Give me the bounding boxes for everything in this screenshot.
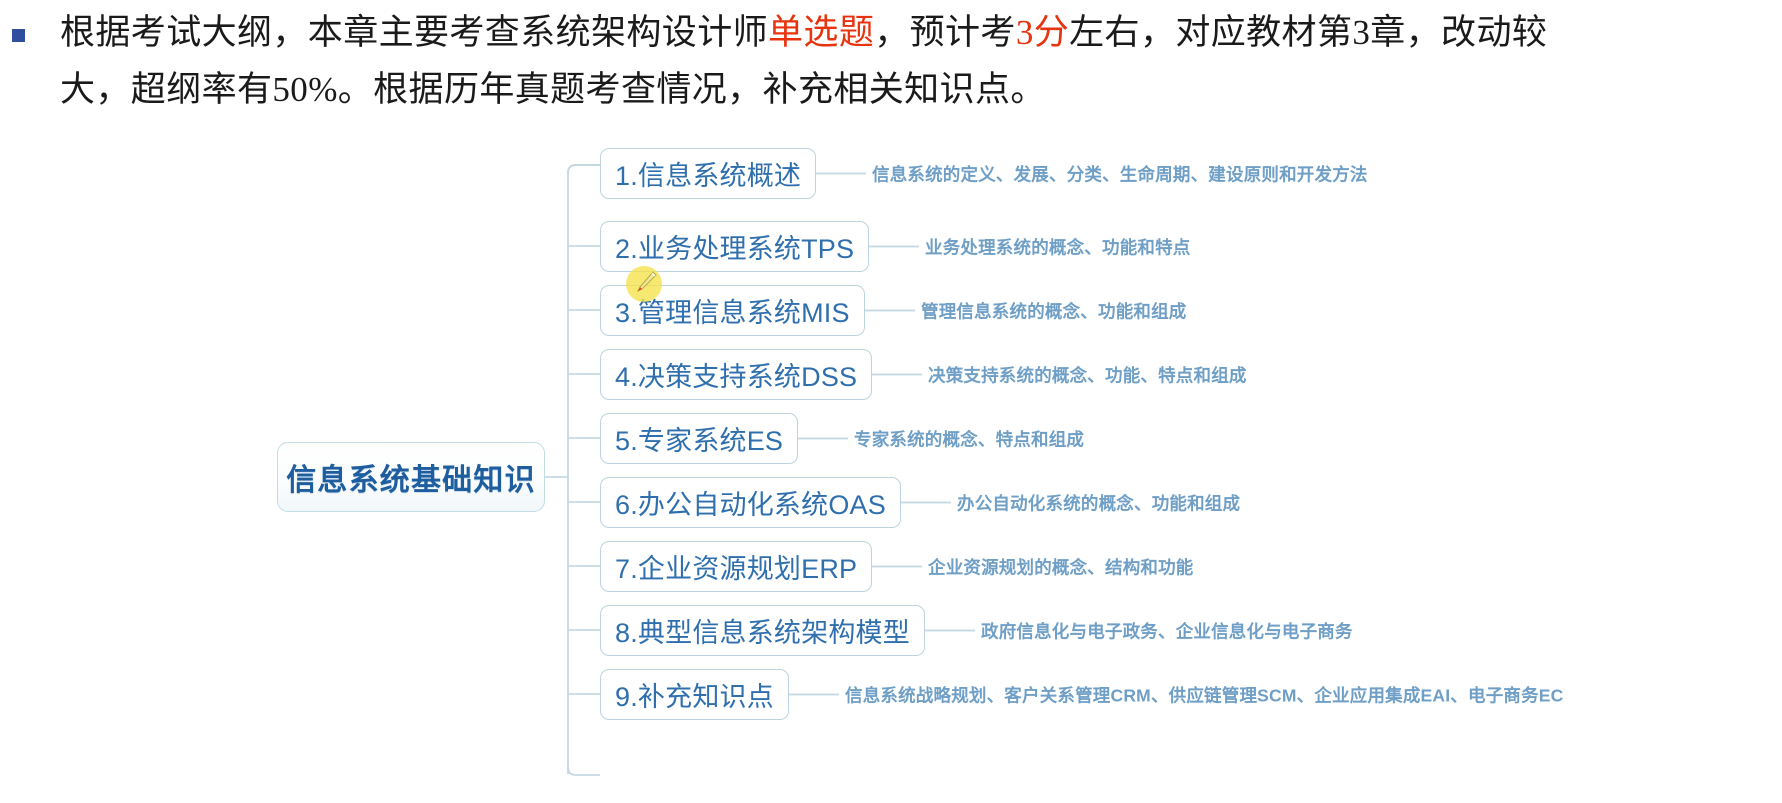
mindmap-node-6[interactable]: 6.办公自动化系统OAS [600,477,901,528]
mindmap-node-1[interactable]: 1.信息系统概述 [600,148,817,199]
bullet-line-2: 大，超纲率有50%。根据历年真题考查情况，补充相关知识点。 [60,70,1046,109]
mindmap-node-5[interactable]: 5.专家系统ES [600,413,799,464]
bullet-line1-pre: 根据考试大纲，本章主要考查系统架构设计师 [60,13,769,52]
mindmap: 信息系统基础知识 1.信息系统概述 2.业务处理系统TPS 3.管理信息系统MI… [0,140,1782,803]
mindmap-node-9[interactable]: 9.补充知识点 [600,669,789,720]
bullet-highlight-score: 3分 [1015,13,1070,52]
bullet-line1-post: 左右，对应教材第3章，改动较 [1069,13,1548,52]
mindmap-desc-2: 业务处理系统的概念、功能和特点 [925,237,1191,257]
mindmap-desc-4: 决策支持系统的概念、功能、特点和组成 [928,365,1247,385]
square-bullet-icon [12,29,25,42]
mindmap-node-7[interactable]: 7.企业资源规划ERP [600,541,873,592]
mindmap-desc-1: 信息系统的定义、发展、分类、生命周期、建设原则和开发方法 [872,164,1368,184]
mindmap-desc-3: 管理信息系统的概念、功能和组成 [921,301,1187,321]
mindmap-root-node[interactable]: 信息系统基础知识 [277,442,545,512]
bullet-paragraph-text: 根据考试大纲，本章主要考查系统架构设计师单选题，预计考3分左右，对应教材第3章，… [60,4,1772,118]
mindmap-desc-8: 政府信息化与电子政务、企业信息化与电子商务 [981,621,1353,641]
mindmap-node-8[interactable]: 8.典型信息系统架构模型 [600,605,925,656]
bullet-paragraph-block: 根据考试大纲，本章主要考查系统架构设计师单选题，预计考3分左右，对应教材第3章，… [0,0,1782,150]
mindmap-node-2[interactable]: 2.业务处理系统TPS [600,221,870,272]
mindmap-desc-5: 专家系统的概念、特点和组成 [854,429,1085,449]
mindmap-desc-7: 企业资源规划的概念、结构和功能 [928,557,1194,577]
bullet-line-1: 根据考试大纲，本章主要考查系统架构设计师单选题，预计考3分左右，对应教材第3章，… [60,4,1772,61]
mindmap-node-3[interactable]: 3.管理信息系统MIS [600,285,865,336]
bullet-line1-mid: ，预计考 [874,13,1016,52]
mindmap-connectors [545,164,975,776]
mindmap-node-4[interactable]: 4.决策支持系统DSS [600,349,873,400]
bullet-highlight-single-choice: 单选题 [768,13,875,52]
mindmap-desc-6: 办公自动化系统的概念、功能和组成 [957,493,1241,513]
mindmap-desc-9: 信息系统战略规划、客户关系管理CRM、供应链管理SCM、企业应用集成EAI、电子… [845,685,1564,705]
